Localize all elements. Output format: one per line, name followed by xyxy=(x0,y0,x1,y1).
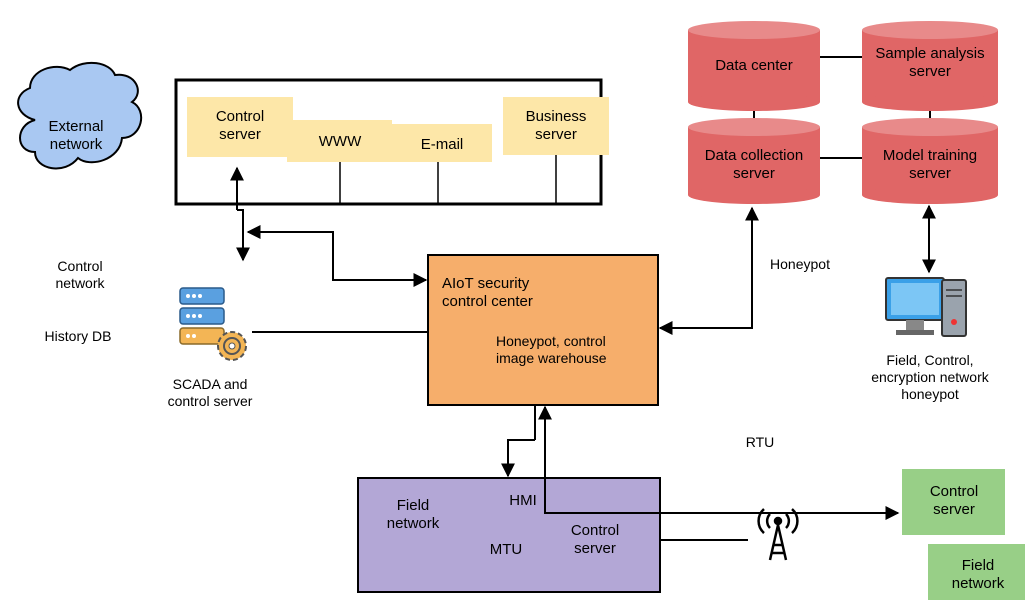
history-db-label: History DB xyxy=(44,328,112,344)
model-training-cylinder xyxy=(862,118,998,204)
www-label: WWW xyxy=(318,133,362,150)
data-center-label: Data center xyxy=(715,57,793,74)
control-server-label: Control server xyxy=(215,108,265,143)
model-training-label: Model training server xyxy=(882,147,978,182)
data-collection-cylinder xyxy=(688,118,820,204)
email-box xyxy=(392,124,492,162)
honeypot-label: Honeypot xyxy=(770,256,830,272)
aiot-title: AIoT security control center xyxy=(442,275,533,310)
hmi-label: HMI xyxy=(509,492,537,509)
computer-label: Field, Control, encryption network honey… xyxy=(871,352,989,402)
business-server-box xyxy=(503,97,609,155)
external-network-cloud xyxy=(17,61,142,170)
field-network-label: Field network xyxy=(386,497,440,532)
rtu-control-server-box xyxy=(902,469,1005,535)
business-server-label: Business server xyxy=(525,108,587,143)
external-network-label: External network xyxy=(48,118,104,153)
control-server-box xyxy=(187,97,293,157)
rtu-label: RTU xyxy=(745,434,775,450)
rtu-control-server-label: Control server xyxy=(929,483,979,518)
control-network-label: Control network xyxy=(55,258,105,291)
aiot-subtitle: Honeypot, control image warehouse xyxy=(496,333,607,366)
server-gear-icon xyxy=(179,287,247,361)
sample-analysis-label: Sample analysis server xyxy=(875,45,985,80)
field-network-box xyxy=(357,477,661,593)
desktop-computer-icon xyxy=(885,277,967,337)
rtu-field-network-box xyxy=(928,544,1025,600)
sample-analysis-cylinder xyxy=(862,21,998,111)
aiot-security-center-box xyxy=(427,254,659,406)
data-center-cylinder xyxy=(688,21,820,111)
data-collection-label: Data collection server xyxy=(704,147,804,182)
radio-tower-icon xyxy=(757,508,799,561)
email-label: E-mail xyxy=(420,136,464,153)
www-box xyxy=(287,120,392,162)
mtu-label: MTU xyxy=(489,541,523,558)
rtu-field-network-label: Field network xyxy=(951,557,1005,592)
field-control-server-label: Control server xyxy=(570,522,620,557)
scada-label: SCADA and control server xyxy=(167,376,253,409)
